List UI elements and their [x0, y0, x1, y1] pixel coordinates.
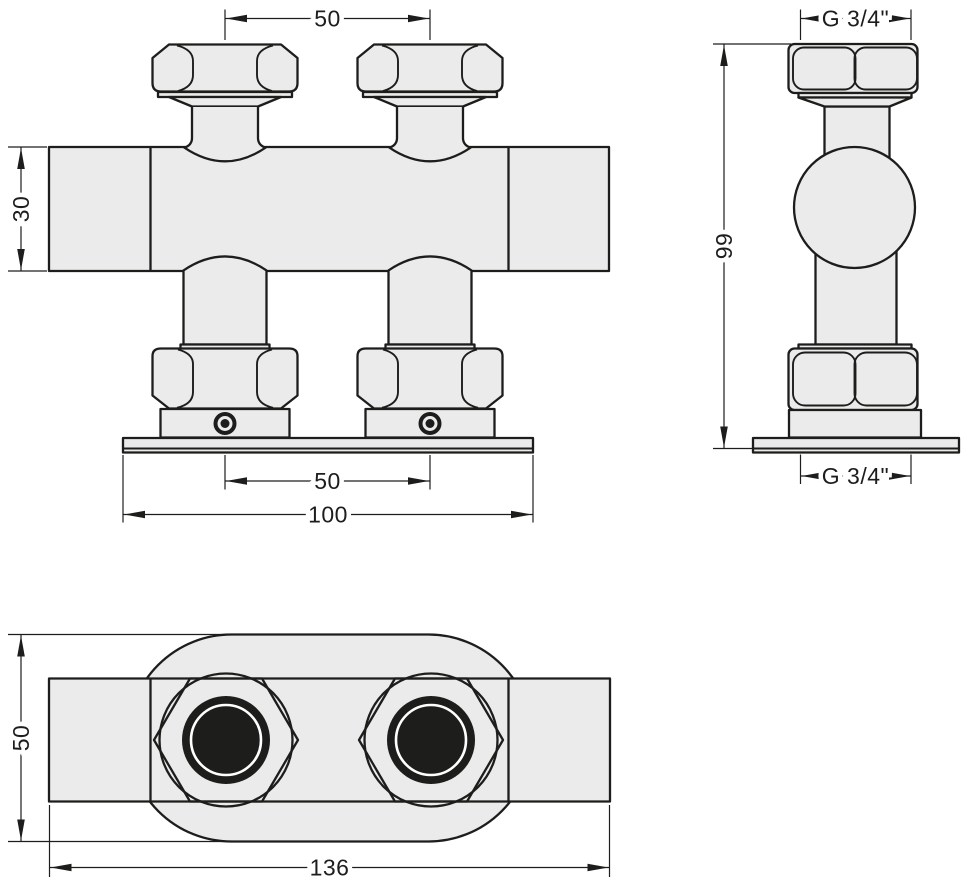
hex-nut-outline-left — [152, 677, 300, 803]
arrow-down-icon — [720, 426, 728, 448]
wall-plate — [751, 436, 961, 454]
arrow-right-icon — [408, 14, 429, 23]
arrow-left-icon — [226, 477, 247, 485]
body-end-ball — [792, 145, 917, 270]
arrow-up-icon — [17, 148, 25, 169]
arrow-left-icon — [124, 510, 145, 519]
arrow-up-icon — [17, 635, 25, 657]
bottom-connector-right — [355, 254, 505, 440]
arrow-right-icon — [889, 472, 910, 480]
dim-thread-bottom-label: G 3/4" — [822, 463, 889, 489]
bottom-connector-left — [150, 254, 300, 440]
arrow-up-icon — [720, 45, 728, 66]
dim-overall-length-label: 100 — [308, 502, 348, 528]
nut-flange-circle-right — [363, 672, 499, 808]
union-nut-bottom — [787, 347, 919, 412]
dim-thread-top-label: G 3/4" — [822, 6, 889, 32]
arrow-left-icon — [50, 863, 72, 872]
arrow-right-icon — [587, 863, 609, 872]
dim-thread-top: G 3/4" — [799, 1, 912, 40]
arrow-left-icon — [801, 14, 823, 23]
arrow-right-icon — [889, 14, 910, 23]
arrow-right-icon — [511, 510, 532, 519]
dim-height: 99 — [707, 43, 791, 450]
dim-bottom-spacing-label: 50 — [314, 468, 341, 494]
arrow-down-icon — [17, 819, 25, 841]
union-nut-top — [787, 42, 919, 95]
bottom-view: 50 136 — [4, 633, 612, 885]
arrow-left-icon — [801, 472, 823, 480]
arrow-left-icon — [226, 14, 247, 23]
dim-plate-width: 50 — [4, 633, 235, 843]
dim-body-length-label: 136 — [310, 855, 350, 881]
dim-thread-bottom: G 3/4" — [799, 454, 912, 494]
manifold-body — [47, 677, 612, 803]
manifold-body — [47, 145, 611, 273]
top-connector-left — [151, 43, 299, 163]
arrow-down-icon — [17, 249, 25, 270]
hex-nut-outline-right — [357, 677, 505, 803]
dim-bottom-spacing: 50 — [224, 455, 431, 499]
dim-top-spacing: 50 — [224, 1, 431, 40]
dim-body-height: 30 — [4, 146, 47, 272]
dim-body-length: 136 — [48, 805, 611, 885]
port-left — [182, 696, 270, 784]
port-right — [387, 696, 475, 784]
top-connector-right — [356, 43, 504, 163]
dim-body-height-label: 30 — [8, 196, 34, 223]
front-view: 50 30 50 100 — [4, 1, 611, 532]
arrow-right-icon — [408, 477, 429, 485]
wall-plate — [121, 436, 535, 454]
cone-tailpiece — [797, 96, 913, 108]
dim-top-spacing-label: 50 — [314, 6, 341, 32]
side-view: G 3/4" 99 G 3/4" — [707, 1, 961, 494]
nut-flange-circle-left — [158, 672, 294, 808]
dim-height-label: 99 — [711, 233, 737, 260]
dim-overall-length: 100 — [122, 455, 534, 532]
mount-collar — [787, 408, 923, 439]
dim-plate-width-label: 50 — [8, 725, 34, 752]
